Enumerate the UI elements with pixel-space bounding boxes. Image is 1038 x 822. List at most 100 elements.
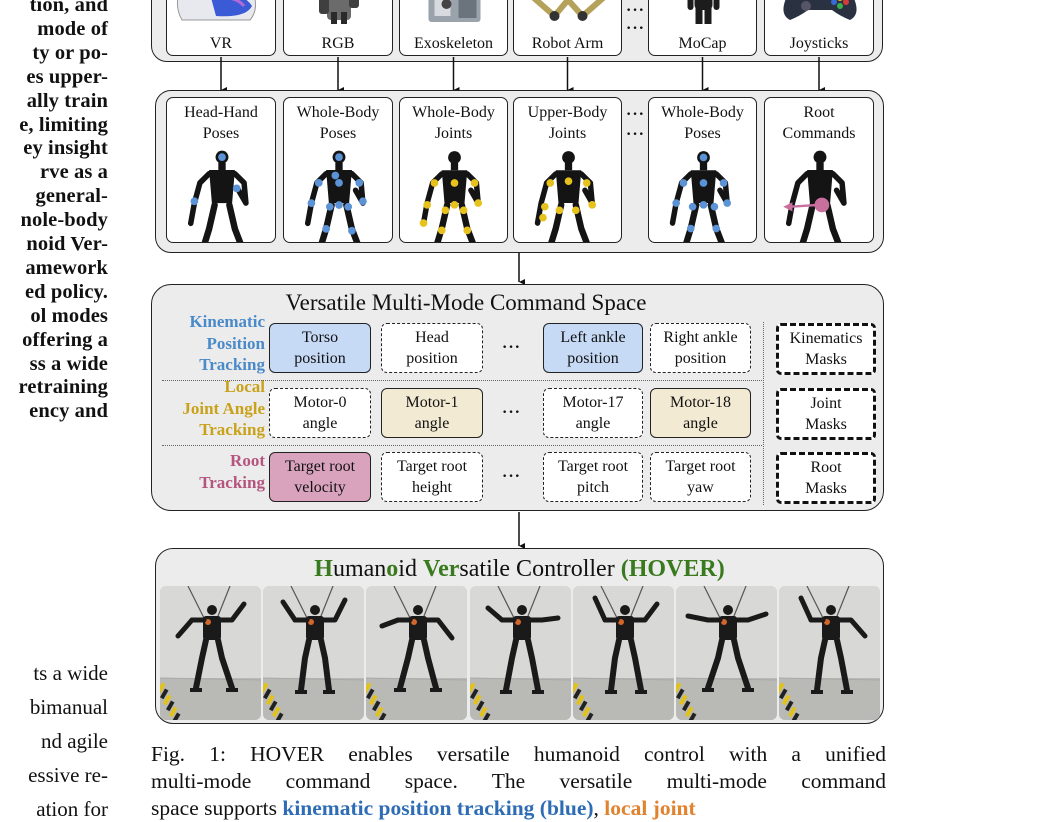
robot-photo-6 [676, 586, 777, 720]
command-cell-1-2: Head position [381, 323, 483, 373]
robot-photo-image [572, 586, 674, 720]
device-box-vr: VR [166, 0, 276, 56]
command-cell-line1: Motor-1 [405, 394, 459, 411]
row-label-line: Root [230, 451, 265, 470]
mask-line1: Kinematics [789, 330, 863, 347]
abstract-line: tion, and [29, 0, 108, 16]
abstract-line: retraining [18, 376, 108, 399]
robot-photo-image [676, 586, 777, 720]
command-cell-line1: Head [415, 329, 449, 346]
robot-photo-image [160, 586, 261, 720]
abstract-line: offering a [22, 328, 108, 351]
row-label-line: Tracking [199, 472, 265, 492]
command-cell-text: Head position [406, 327, 458, 369]
device-box-rgb: RGB [283, 0, 393, 56]
pose-label-line1: Head-Hand [184, 104, 258, 121]
robot-photo-2 [263, 586, 365, 720]
abstract-line: es upper- [26, 65, 108, 88]
abstract-line: ally train [26, 89, 108, 112]
command-cell-line2: pitch [577, 479, 609, 496]
pose-label-line1: Root [803, 104, 835, 121]
command-cell-line1: Motor-0 [293, 394, 347, 411]
pose-ellipsis-2: ··· [626, 126, 646, 143]
pose-ellipsis: ··· [626, 106, 646, 123]
body-line: essive re- [28, 763, 108, 787]
pose-label-line1: Whole-Body [661, 104, 744, 121]
command-cell-text: Target root velocity [285, 456, 355, 498]
command-cell-line1: Right ankle [663, 329, 738, 346]
device-label: Exoskeleton [413, 35, 494, 52]
abstract-line: ol modes [30, 304, 108, 327]
humanoid-robot-icon [187, 150, 249, 242]
hover-title-segment: id [398, 556, 423, 582]
command-cell-text: Torso position [294, 327, 346, 369]
hover-title-segment: o [386, 556, 399, 582]
body-line: ts a wide [33, 661, 108, 685]
device-label: MoCap [678, 35, 727, 52]
abstract-line: ed policy. [24, 280, 108, 303]
command-cell-line1: Target root [557, 458, 629, 475]
mask-line1: Joint [810, 395, 842, 412]
robot-photo-image [263, 586, 365, 720]
command-space-title: Versatile Multi-Mode Command Space [285, 290, 647, 315]
row-label-line: Position [206, 333, 265, 353]
robot-arm-icon [531, 0, 606, 21]
abstract-line: noid Ver- [26, 233, 108, 255]
hover-title-segment: H [314, 556, 333, 582]
abstract-line: ss a wide [29, 352, 108, 375]
mask-line2: Masks [805, 351, 847, 368]
device-box-joysticks: Joysticks [764, 0, 874, 56]
command-cell-line2: position [406, 350, 458, 367]
pose-label-line1: Whole-Body [412, 104, 495, 121]
command-cell-3-3: Target root pitch [543, 452, 643, 502]
command-cell-line1: Left ankle [560, 329, 626, 346]
abstract-line: mode of [37, 17, 108, 40]
pose-label-line2: Poses [684, 125, 721, 142]
body-line: nd agile [40, 729, 108, 753]
caption-line: multi-mode command space. The versatile … [151, 769, 886, 793]
humanoid-robot-icon [304, 150, 367, 242]
row-label-line: Joint Angle [182, 398, 265, 418]
device-label: VR [209, 35, 233, 52]
robot-photo-image [469, 586, 571, 720]
pose-label-line2: Commands [782, 125, 856, 142]
command-cell-line2: position [294, 350, 346, 367]
command-cell-line1: Target root [284, 458, 356, 475]
command-ellipsis: ··· [502, 468, 522, 485]
row-separator-2 [162, 445, 762, 446]
command-cell-line1: Torso [301, 329, 339, 346]
hover-title-segment: uman [332, 556, 387, 582]
abstract-line: ty or po- [32, 41, 108, 64]
device-label: Robot Arm [531, 35, 604, 52]
robot-photo-image [779, 586, 881, 720]
row-label-line: Tracking [199, 355, 265, 374]
mask-line2: Masks [805, 416, 847, 433]
robot-photo-5 [572, 586, 674, 720]
abstract-line: ency and [29, 400, 108, 423]
command-cell-line2: velocity [294, 479, 346, 496]
abstract-line: amework [25, 256, 108, 279]
exoskeleton-icon [428, 0, 481, 22]
caption-line: Fig. 1: HOVER enables versatile humanoid… [151, 742, 886, 766]
robot-photo-1 [160, 586, 261, 720]
device-box-exoskeleton: Exoskeleton [399, 0, 508, 56]
command-cell-line1: Target root [396, 458, 468, 475]
mocap-suit-icon [687, 0, 720, 24]
body-line: ation for [36, 797, 108, 821]
device-ellipsis: ··· [626, 2, 646, 19]
mask-line2: Masks [805, 480, 847, 497]
